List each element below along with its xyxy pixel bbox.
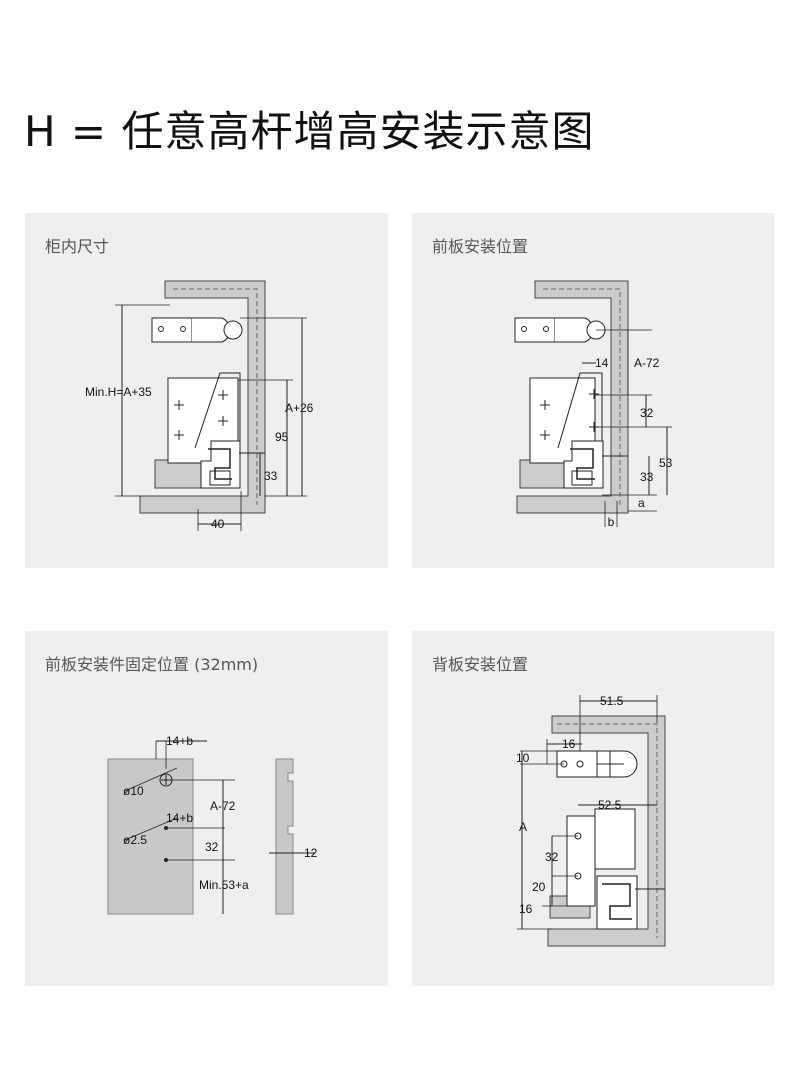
dim-32: 32 (205, 840, 219, 854)
panel-title: 背板安装位置 (432, 655, 529, 674)
panel-title: 前板安装件固定位置 (32mm) (45, 655, 259, 674)
panel-title: 柜内尺寸 (45, 237, 110, 256)
dim-16-bottom: 16 (519, 902, 533, 916)
dim-33: 33 (264, 469, 278, 483)
dim-33: 33 (640, 470, 654, 484)
dim-a-plus-26: A+26 (285, 401, 314, 415)
dim-16-top: 16 (562, 737, 576, 751)
dim-min-h: Min.H=A+35 (85, 385, 152, 399)
dim-phi10: ø10 (123, 784, 144, 798)
dim-32: 32 (640, 406, 654, 420)
dim-95: 95 (275, 430, 289, 444)
cabinet-dimensions-diagram: Min.H=A+35 A+26 95 33 40 (85, 280, 314, 531)
dim-a-minus-72: A-72 (210, 799, 236, 813)
dim-32: 32 (545, 850, 559, 864)
back-panel-position-diagram: 51.5 16 10 52.5 A 32 20 16 (516, 694, 666, 947)
dim-a: A (519, 820, 527, 834)
front-panel-position-diagram: 14 A-72 32 53 33 a b (514, 280, 673, 529)
panel-title: 前板安装位置 (432, 237, 529, 256)
dim-14: 14 (595, 356, 609, 370)
panel-front-fitting-fixing-position: 前板安装件固定位置 (32mm) ø10 ø2.5 14+b 14+b A-72… (25, 631, 388, 986)
dim-phi25: ø2.5 (123, 833, 147, 847)
dim-40: 40 (211, 517, 225, 531)
dim-20: 20 (532, 880, 546, 894)
dim-a-minus-72: A-72 (634, 356, 660, 370)
dim-14b-top: 14+b (166, 734, 193, 748)
dim-12: 12 (304, 846, 318, 860)
dim-a: a (638, 496, 645, 510)
dim-b: b (608, 515, 615, 529)
dim-14b-mid: 14+b (166, 811, 193, 825)
dim-min53a: Min.53+a (199, 878, 249, 892)
panel-cabinet-dimensions: 柜内尺寸 Min.H=A+35 A+26 95 33 (25, 213, 388, 568)
dim-53: 53 (659, 456, 673, 470)
dim-10: 10 (516, 751, 530, 765)
panel-front-panel-position: 前板安装位置 14 A-72 32 53 33 a b (412, 213, 774, 568)
front-fitting-fixing-diagram: ø10 ø2.5 14+b 14+b A-72 32 Min.53+a 12 (107, 734, 318, 915)
dim-52-5: 52.5 (598, 798, 622, 812)
page-title: H = 任意高杆增高安装示意图 (24, 107, 595, 156)
panel-back-panel-position: 背板安装位置 51.5 16 10 52.5 A (412, 631, 774, 986)
dim-51-5: 51.5 (600, 694, 624, 708)
